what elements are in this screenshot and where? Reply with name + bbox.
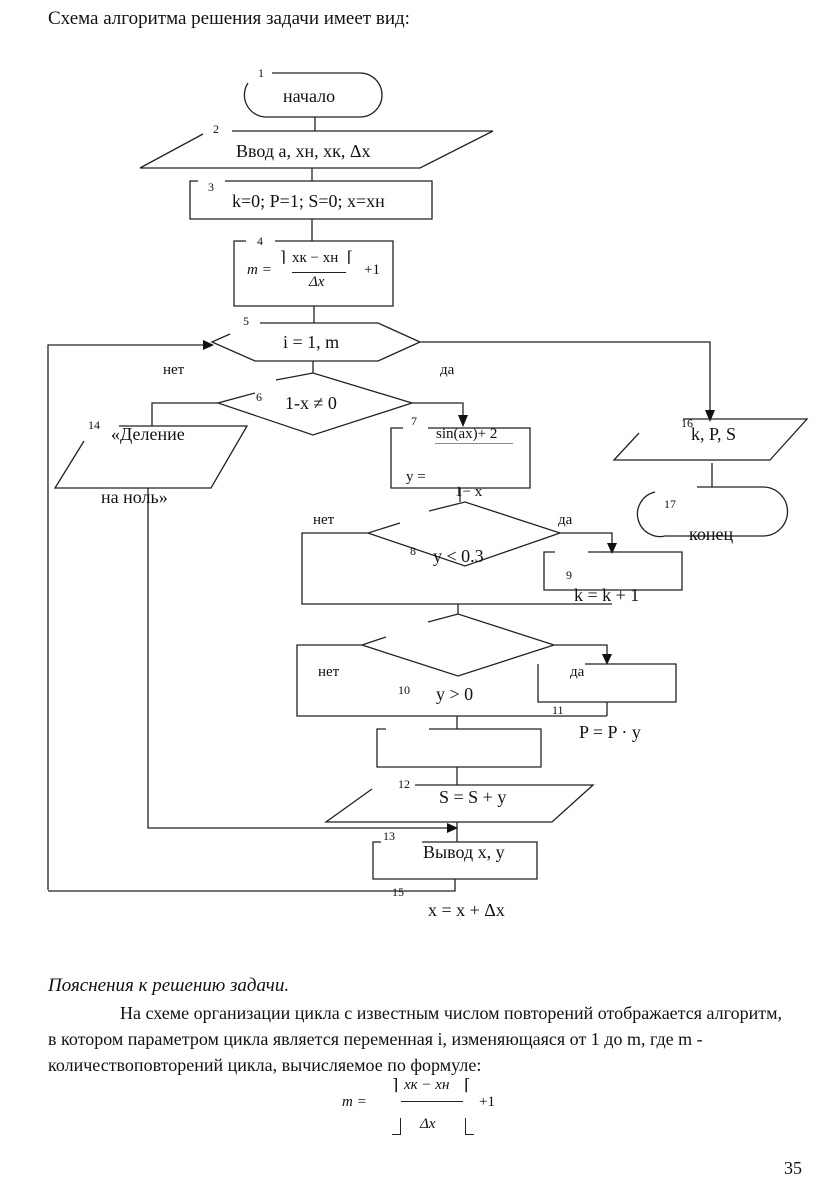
connector-yes xyxy=(560,532,613,547)
block-4-lhs: m = xyxy=(247,262,272,278)
block-16-output-parallelogram xyxy=(612,418,809,461)
connector-loop-return xyxy=(47,344,208,890)
block-14-text-line2: на ноль» xyxy=(101,487,168,507)
block-4-denominator: Δx xyxy=(309,274,325,290)
connector-no xyxy=(301,532,612,605)
block-6-decision xyxy=(215,372,415,436)
label-no: нет xyxy=(163,362,185,378)
block-11-text: P = P · y xyxy=(579,722,641,742)
block-7-number: 7 xyxy=(411,414,417,428)
block-16-number: 16 xyxy=(681,416,693,430)
formula-bracket-left: ⌉ xyxy=(392,1077,399,1094)
block-14-text-line1: «Деление xyxy=(111,424,185,444)
formula-bracket-right: ⌈ xyxy=(464,1077,471,1094)
block-5-number: 5 xyxy=(243,314,249,328)
block-17-text: конец xyxy=(689,524,734,544)
block-3-process xyxy=(189,180,433,220)
block-8-number: 8 xyxy=(410,544,416,558)
explanation-paragraph-text: На схеме организации цикла с известным ч… xyxy=(48,1003,782,1075)
block-7-fraction-bar xyxy=(435,443,513,444)
label-yes: да xyxy=(440,362,455,378)
formula-denominator: Δx xyxy=(420,1116,436,1132)
connector-yes xyxy=(554,644,608,658)
block-9-number: 9 xyxy=(566,568,572,582)
block-2-text: Ввод a, xн, xк, Δx xyxy=(236,141,371,161)
page-heading: Схема алгоритма решения задачи имеет вид… xyxy=(48,8,410,29)
block-1-start-terminator xyxy=(243,72,383,118)
block-4-numerator: xк − xн xyxy=(292,250,339,266)
block-10-number: 10 xyxy=(398,683,410,697)
block-9-process xyxy=(543,551,683,591)
block-7-denominator: 1− x xyxy=(455,484,483,500)
arrow-icon xyxy=(203,340,214,350)
connector-no xyxy=(296,644,607,717)
label-no: нет xyxy=(318,664,340,680)
arrow-icon xyxy=(458,415,468,427)
block-5-text: i = 1, m xyxy=(283,332,340,352)
block-8-decision xyxy=(365,501,563,567)
page-number: 35 xyxy=(784,1158,802,1178)
formula-floor-right xyxy=(465,1118,474,1135)
block-15-number: 15 xyxy=(392,885,404,899)
block-6-number: 6 xyxy=(256,390,262,404)
formula-floor-left xyxy=(392,1118,401,1135)
block-4-number: 4 xyxy=(257,234,263,248)
block-3-text: k=0; P=1; S=0; x=xн xyxy=(232,191,385,211)
connector-yes xyxy=(412,402,464,420)
block-17-end-terminator xyxy=(636,486,789,538)
block-14-number: 14 xyxy=(88,418,100,432)
block-7-numerator: sin(ax)+ 2 xyxy=(436,426,498,442)
block-14-output-parallelogram xyxy=(53,425,249,489)
section-title: Пояснения к решению задачи. xyxy=(48,975,290,996)
block-12-parallelogram xyxy=(323,784,595,823)
block-1-text: начало xyxy=(283,86,336,106)
block-1-number: 1 xyxy=(258,66,264,80)
explanation-paragraph: На схеме организации цикла с известным ч… xyxy=(48,1000,788,1078)
empty-process-block xyxy=(376,728,542,768)
block-16-text: k, P, S xyxy=(691,424,737,444)
formula-rhs: +1 xyxy=(479,1094,495,1110)
block-8-text: y < 0.3 xyxy=(433,546,484,566)
block-10-text: y > 0 xyxy=(436,684,474,704)
arrow-icon xyxy=(447,823,458,833)
label-yes: да xyxy=(570,664,585,680)
block-12-text: S = S + y xyxy=(439,787,507,807)
block-4-rhs: +1 xyxy=(364,262,380,278)
block-4-bracket-left: ⌉ xyxy=(280,250,286,266)
block-3-number: 3 xyxy=(208,180,214,194)
block-4-bracket-right: ⌈ xyxy=(347,250,353,266)
block-2-input-parallelogram xyxy=(139,130,494,169)
block-9-text: k = k + 1 xyxy=(574,585,640,605)
block-5-loop-hexagon xyxy=(210,322,422,362)
connector-no xyxy=(151,402,218,426)
block-13-number: 13 xyxy=(383,829,395,843)
block-13-text: Вывод x, y xyxy=(423,842,505,862)
label-yes: да xyxy=(558,512,573,528)
flowchart xyxy=(47,72,809,892)
block-4-fraction-bar xyxy=(292,272,346,273)
formula-lhs: m = xyxy=(342,1094,367,1110)
connector-error-path xyxy=(147,488,452,829)
block-11-number: 11 xyxy=(552,703,564,717)
connector-loop-exit xyxy=(420,341,711,416)
block-15-text: x = x + Δx xyxy=(428,900,505,920)
block-6-text: 1-x ≠ 0 xyxy=(285,393,337,413)
connector-loop-back xyxy=(48,879,456,892)
block-7-lhs: y = xyxy=(406,469,426,485)
block-17-number: 17 xyxy=(664,497,676,511)
formula-numerator: xк − xн xyxy=(404,1077,450,1093)
arrow-icon xyxy=(705,410,715,422)
formula-fraction-bar xyxy=(401,1101,463,1102)
block-12-number: 12 xyxy=(398,777,410,791)
arrow-icon xyxy=(607,543,617,554)
block-2-number: 2 xyxy=(213,122,219,136)
block-10-decision xyxy=(359,613,557,677)
label-no: нет xyxy=(313,512,335,528)
block-11-process xyxy=(537,663,677,703)
arrow-icon xyxy=(602,654,612,665)
